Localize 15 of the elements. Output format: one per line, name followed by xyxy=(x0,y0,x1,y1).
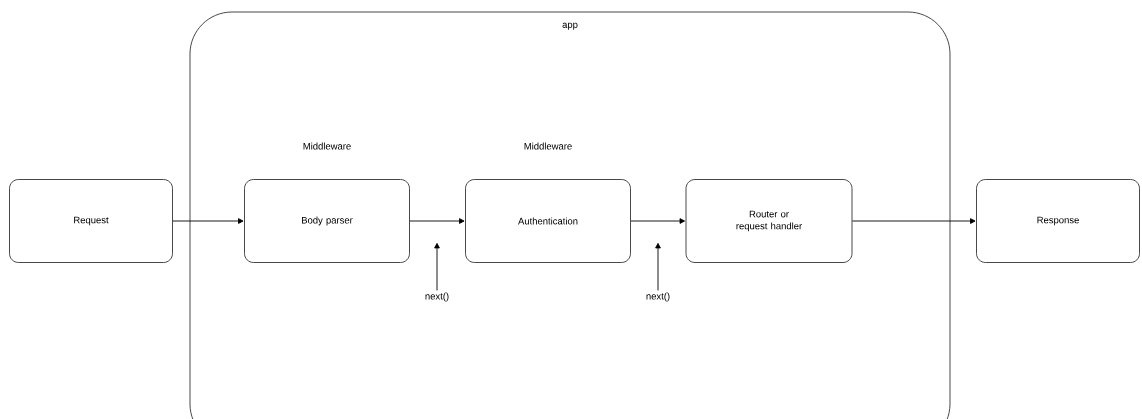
process-box: Request xyxy=(9,179,173,263)
arrow xyxy=(172,218,244,224)
process-box: Response xyxy=(976,179,1140,263)
arrow xyxy=(655,242,661,291)
process-box: Body parser xyxy=(244,179,410,263)
heading-text: Middleware xyxy=(524,142,572,150)
arrow xyxy=(630,218,685,224)
process-box: Authentication xyxy=(465,179,631,263)
arrow xyxy=(409,218,465,224)
annotation-text: next() xyxy=(425,292,449,302)
arrow xyxy=(434,242,440,291)
annotation-text: next() xyxy=(646,292,670,302)
arrow xyxy=(852,218,976,224)
heading-text: Middleware xyxy=(303,142,351,150)
process-box: Router or request handler xyxy=(685,179,853,263)
